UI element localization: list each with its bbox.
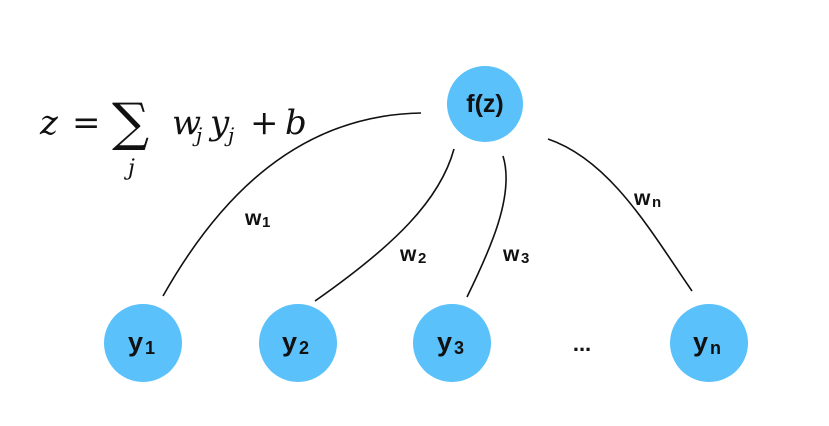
input-ellipsis: ...: [573, 331, 591, 356]
formula-plus: +: [250, 103, 279, 143]
weight-base: w: [399, 243, 417, 266]
formula-w: w: [172, 103, 201, 143]
sum-symbol: ∑: [112, 93, 149, 153]
formula-equals: =: [72, 103, 101, 143]
output-node: f(z): [447, 66, 523, 142]
weight-label-w3: w 3: [502, 243, 529, 267]
input-node-circle: [670, 304, 748, 382]
formula-y-subscript: j: [224, 123, 234, 147]
weight-base: w: [502, 243, 520, 266]
edge-y1-to-output: [162, 112, 422, 297]
input-node-circle: [104, 304, 182, 382]
input-node-y1: y 1: [104, 304, 182, 382]
weight-label-w1: w 1: [244, 207, 270, 231]
weight-subscript: 1: [262, 214, 270, 231]
input-node-y3: y 3: [413, 304, 491, 382]
formula-bias: b: [285, 103, 307, 143]
input-node-base: y: [282, 327, 297, 357]
weight-base: w: [633, 187, 651, 210]
formula-y: y: [208, 103, 230, 143]
edge-yn-to-output: [547, 138, 693, 292]
edge-y3-to-output: [466, 155, 507, 298]
input-node-subscript: 2: [299, 338, 309, 358]
weight-subscript: 2: [418, 250, 426, 267]
weight-label-w2: w 2: [399, 243, 426, 267]
edge-y2-to-output: [314, 148, 455, 302]
input-node-base: y: [693, 327, 708, 357]
formula-lhs: z: [39, 103, 59, 143]
input-node-base: y: [128, 327, 143, 357]
output-node-label: f(z): [466, 90, 503, 118]
input-node-subscript: 1: [145, 338, 155, 358]
sum-formula: z = ∑ j w j y j + b: [39, 93, 307, 181]
sum-index: j: [123, 156, 135, 181]
output-node-circle: [447, 66, 523, 142]
input-node-circle: [413, 304, 491, 382]
weight-label-wn: w n: [633, 187, 661, 211]
formula-w-subscript: j: [192, 123, 202, 147]
weight-base: w: [244, 207, 262, 230]
input-node-yn: y n: [670, 304, 748, 382]
input-node-circle: [259, 304, 337, 382]
input-node-subscript: 3: [454, 338, 464, 358]
weight-subscript: 3: [521, 250, 529, 267]
input-node-y2: y 2: [259, 304, 337, 382]
input-node-base: y: [437, 327, 452, 357]
input-node-subscript: n: [710, 338, 721, 358]
weight-subscript: n: [652, 194, 661, 211]
